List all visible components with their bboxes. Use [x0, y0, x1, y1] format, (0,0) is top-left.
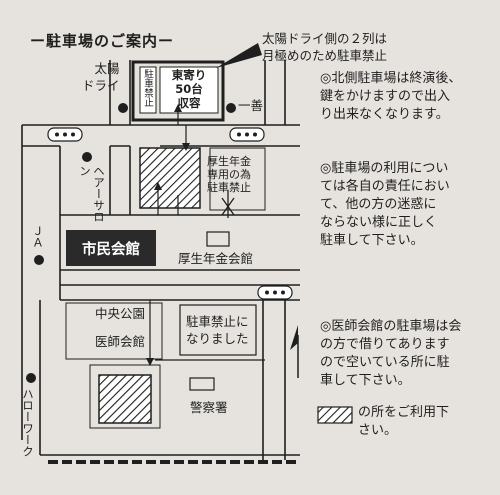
hello-work-marker [26, 373, 36, 383]
taiyo-dry-marker [118, 103, 128, 113]
no-parking-strip [139, 66, 157, 114]
page-title: ー駐車場のご案内ー [30, 32, 175, 50]
central-parking-lot [139, 147, 201, 209]
hello-work-label: ハローワーク [21, 388, 35, 457]
east-parking-label: 東寄り 50台 収容 [171, 68, 207, 110]
police-building [189, 377, 215, 391]
legend-text: の所をご利用下 さい。 [358, 405, 450, 438]
closed-parking-block [179, 304, 257, 356]
civic-hall-block [66, 230, 156, 266]
note-bullet: ◎ [320, 161, 332, 176]
note-north-lot: ◎北側駐車場は終演後、 鍵をかけますので出入 り出来なくなります。 [320, 71, 462, 122]
callout-pointer [216, 43, 262, 68]
note-bullet: ◎ [320, 319, 332, 334]
police-label: 警察署 [190, 400, 228, 415]
hair-salon-marker [82, 152, 92, 162]
medical-hall-parking [98, 374, 152, 424]
note-responsibility: ◎駐車場の利用につい ては各自の責任におい て、他の方の迷惑に ならない様に正し… [320, 161, 450, 248]
ja-marker [34, 255, 44, 265]
road-north-west [109, 60, 131, 125]
callout-line-1: 太陽ドライ側の２列は [262, 31, 388, 46]
north-arrow-icon [290, 325, 299, 378]
no-parking-strip-label: 駐車禁止 [142, 69, 153, 107]
civic-hall-label: 市民会館 [82, 242, 140, 258]
legend-swatch [317, 406, 353, 424]
note-medical-lot: ◎医師会館の駐車場は会 の方で借りてあります ので空いている所に駐 車して下さい… [320, 319, 462, 388]
pension-hall-label: 厚生年金会館 [178, 251, 254, 266]
east-parking-area [159, 66, 219, 114]
callout-text: 太陽ドライ側の２列は 月極めのため駐車禁止 [262, 30, 387, 64]
central-park-area [65, 302, 163, 360]
pension-only-label: 厚生年金 専用の為 駐車禁止 [207, 155, 251, 194]
medical-hall-lot-outline [89, 364, 161, 429]
closed-parking-label: 駐車禁止に なりました [186, 314, 249, 346]
ja-label: ＪＡ [31, 225, 45, 248]
callout-line-2: 月極めのため駐車禁止 [262, 48, 388, 63]
hair-salon-label: ヘアーサロン [78, 165, 106, 223]
road-west-inner [39, 146, 61, 455]
medical-hall-label: 医師会館 [95, 334, 146, 349]
ichizen-label: 一善 [238, 98, 264, 113]
taiyo-dry-label: 太陽 ドライ [82, 61, 120, 93]
pedestrian-crossing-mark [221, 190, 235, 218]
central-park-label: 中央公園 [95, 306, 146, 321]
pension-hall-building [206, 231, 230, 247]
pension-parking-area [209, 147, 266, 211]
ichizen-marker [226, 103, 236, 113]
note-bullet: ◎ [320, 71, 332, 86]
